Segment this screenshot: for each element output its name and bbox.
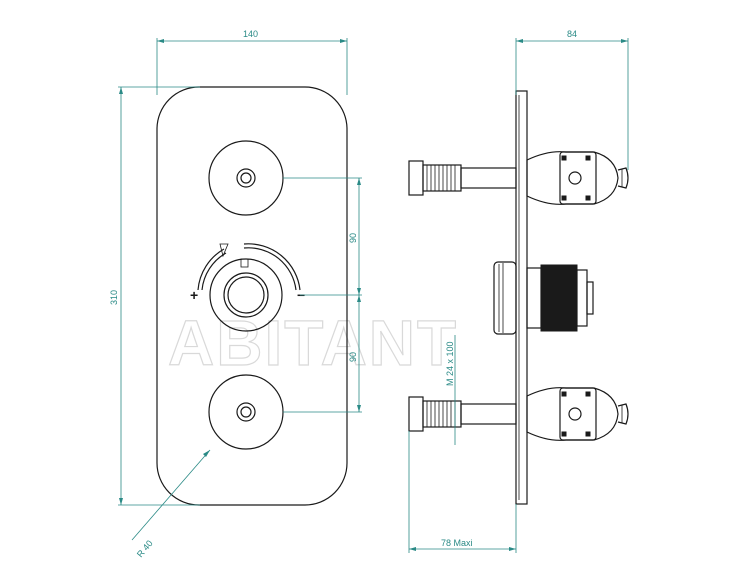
upper-side-valve <box>408 151 629 205</box>
watermark-text: ABITANT <box>168 307 458 379</box>
front-view: + − <box>156 86 348 506</box>
height-dimension: 310 <box>109 290 119 305</box>
radius-dimension: R 40 <box>135 538 155 559</box>
thermostat-dial <box>197 243 301 332</box>
depth-dimension: 84 <box>567 29 577 39</box>
side-dimensions: 84 78 Maxi M 24 x 100 <box>408 29 629 553</box>
lower-side-valve <box>408 387 629 441</box>
central-side-cartridge <box>493 261 594 335</box>
spacing-lower-dimension: 90 <box>348 352 358 362</box>
plus-symbol: + <box>190 287 198 303</box>
side-plate <box>515 90 528 505</box>
side-view <box>408 90 629 505</box>
thread-dimension: M 24 x 100 <box>445 341 455 386</box>
width-dimension: 140 <box>243 29 258 39</box>
front-dimensions: 140 310 90 90 R 40 <box>109 29 362 559</box>
upper-valve <box>208 140 284 216</box>
max-length-dimension: 78 Maxi <box>441 538 473 548</box>
lower-valve <box>208 374 284 450</box>
front-plate <box>156 86 348 506</box>
spacing-upper-dimension: 90 <box>348 233 358 243</box>
